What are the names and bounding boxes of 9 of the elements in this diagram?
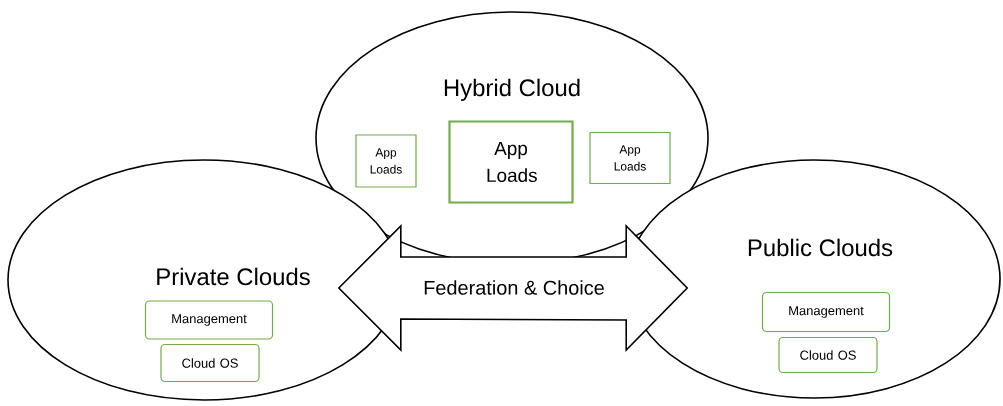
component-box: App Loads: [355, 134, 417, 188]
node-label: Public Clouds: [748, 238, 893, 257]
arrow-label: Federation & Choice: [422, 279, 606, 296]
component-box: App Loads: [448, 120, 574, 204]
component-box: Cloud OS: [160, 343, 260, 383]
component-box: App Loads: [589, 131, 671, 185]
component-box: Cloud OS: [778, 336, 878, 374]
component-box: Management: [144, 300, 274, 340]
component-box: Management: [761, 291, 891, 333]
